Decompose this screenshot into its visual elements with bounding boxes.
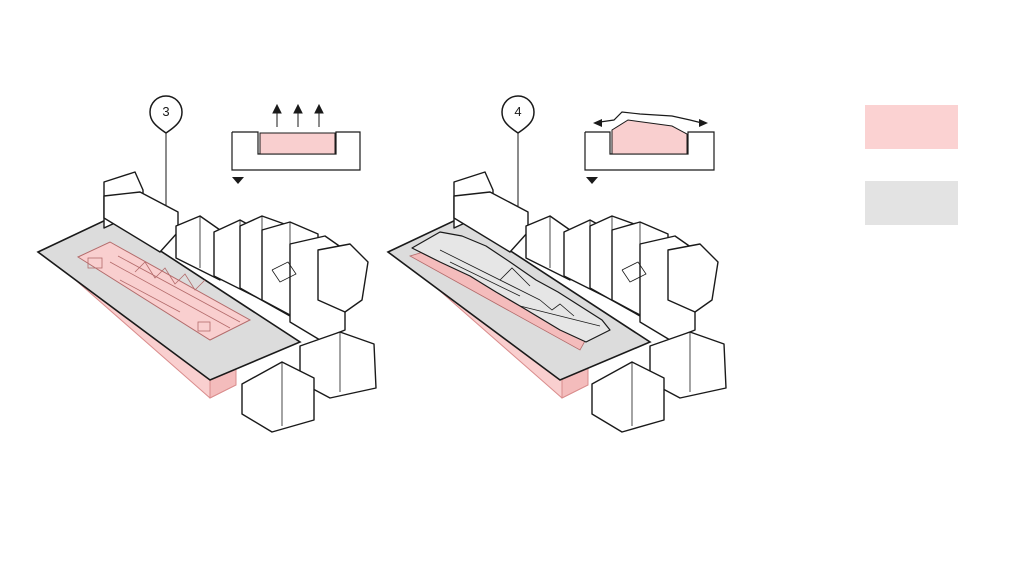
diagram-3: 3 bbox=[36, 95, 377, 433]
legend-swatch-pink bbox=[865, 105, 958, 149]
building-details bbox=[549, 216, 691, 426]
interior-structure bbox=[87, 255, 241, 332]
spread-line bbox=[599, 111, 703, 124]
diagram-4: 4 bbox=[386, 95, 727, 433]
arrow-left bbox=[593, 119, 602, 127]
section-icon-spread bbox=[584, 111, 715, 184]
canopy-structure bbox=[439, 249, 601, 327]
lift-arrows bbox=[272, 103, 324, 127]
level-marker-4 bbox=[586, 177, 598, 184]
marker-3-pin bbox=[149, 95, 183, 134]
building-details bbox=[199, 216, 341, 426]
level-marker-3 bbox=[232, 177, 244, 184]
section-icon-lift bbox=[231, 103, 361, 184]
canopy-roof bbox=[411, 231, 611, 343]
marker-4-label: 4 bbox=[514, 104, 521, 119]
legend-swatch-gray bbox=[865, 181, 958, 225]
arrow-right bbox=[699, 119, 708, 127]
marker-3-label: 3 bbox=[162, 104, 169, 119]
marker-4-pin bbox=[501, 95, 535, 134]
